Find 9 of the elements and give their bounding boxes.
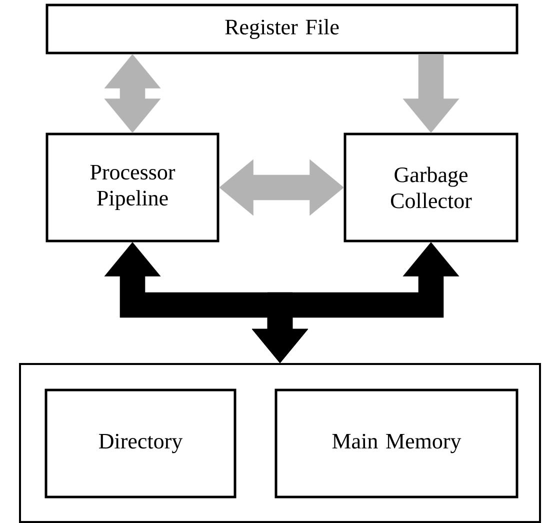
block-arrow bbox=[402, 54, 460, 133]
block-arrow bbox=[104, 54, 161, 133]
register-box: Register File bbox=[46, 4, 518, 54]
process-box: Processor Pipeline bbox=[46, 132, 220, 242]
block-arrow bbox=[252, 242, 460, 364]
memory-box: Directory bbox=[44, 388, 236, 498]
block-arrow bbox=[219, 159, 344, 216]
process-box: Garbage Collector bbox=[344, 132, 518, 242]
memory-box: Main Memory bbox=[274, 388, 518, 498]
